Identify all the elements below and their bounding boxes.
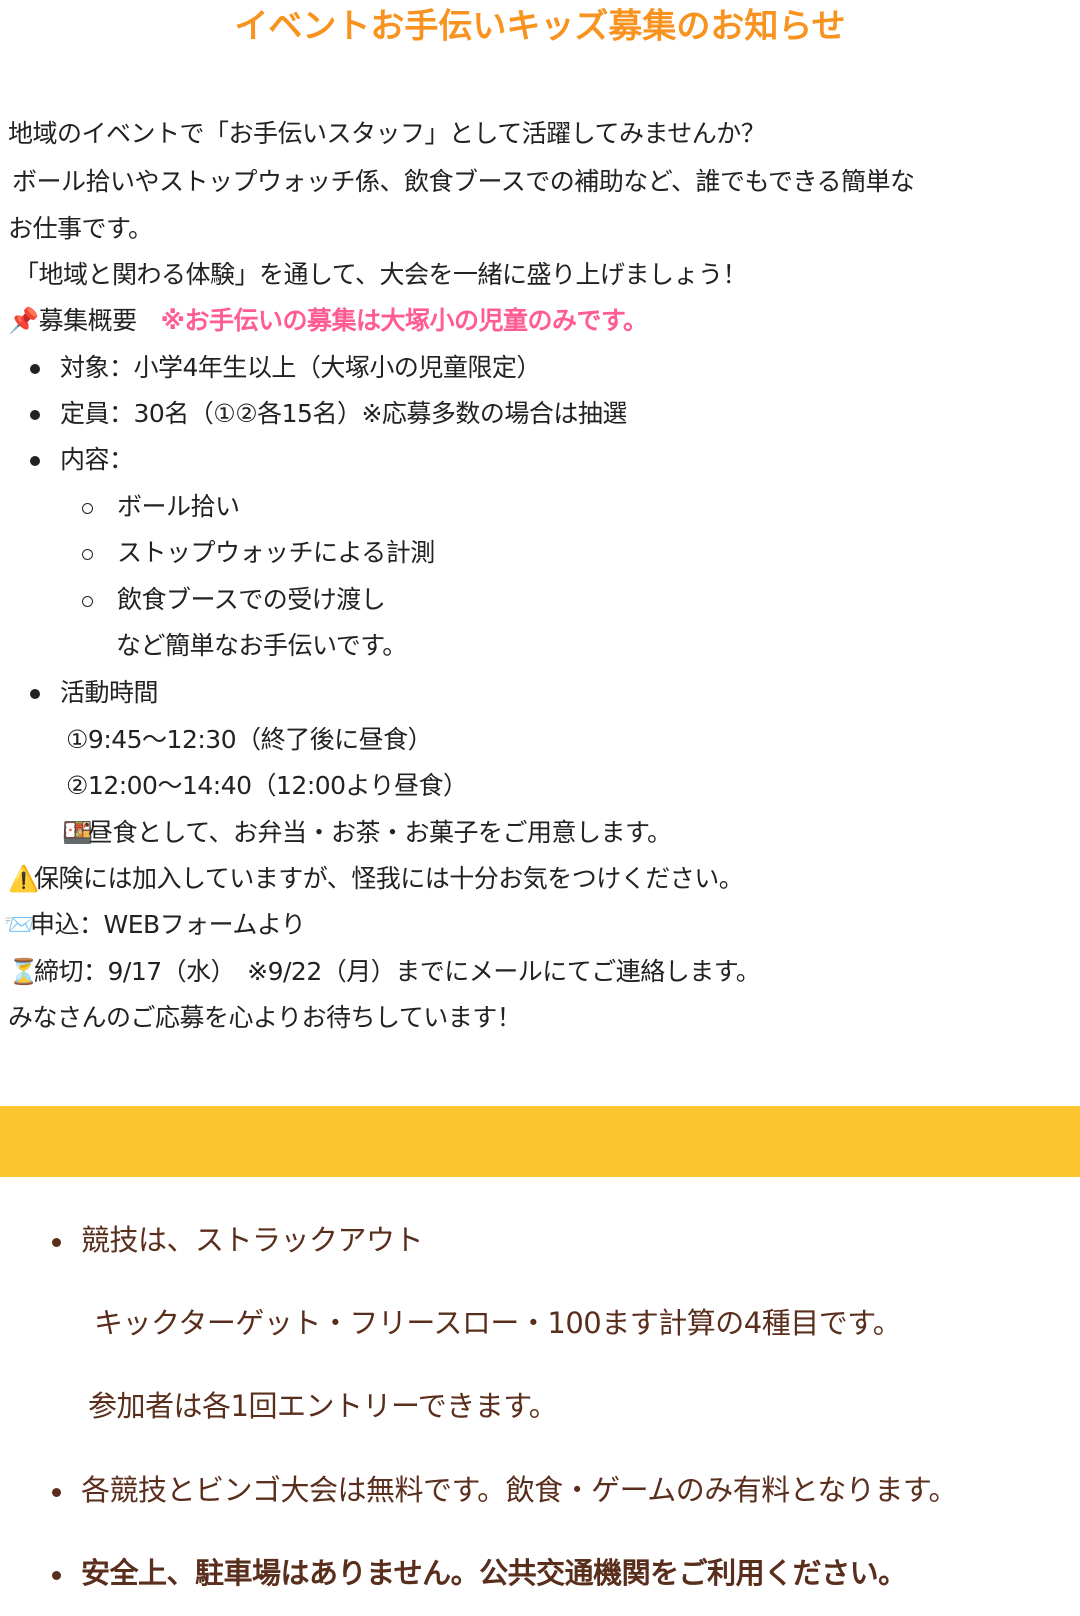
task-item: 飲食ブースでの受け渡し <box>82 583 386 617</box>
intro-line: お仕事です。 <box>8 214 153 243</box>
overview-label: 募集概要 <box>38 306 138 335</box>
bullet-icon <box>30 364 40 374</box>
time-slot: ②12:00〜14:40（12:00より昼食） <box>66 771 468 800</box>
info-text: 安全上、駐車場はありません。公共交通機関をご利用ください。 <box>81 1556 907 1590</box>
list-item-target: 対象：小学4年生以上（大塚小の児童限定） <box>30 351 541 385</box>
time-text: 活動時間 <box>60 678 159 707</box>
apply-line: 📨申込：WEBフォームより <box>4 908 306 942</box>
task-text: 飲食ブースでの受け渡し <box>117 585 386 614</box>
time-slot: ①9:45〜12:30（終了後に昼食） <box>66 725 433 754</box>
capacity-text: 定員：30名（①②各15名）※応募多数の場合は抽選 <box>60 399 627 428</box>
bullet-icon <box>52 1570 61 1580</box>
warning-icon: ⚠️ <box>8 864 39 893</box>
page-title: イベントお手伝いキッズ募集のお知らせ <box>234 6 846 47</box>
circle-bullet-icon <box>82 548 93 560</box>
info-continuation: 参加者は各1回エントリーできます。 <box>88 1389 558 1423</box>
info-continuation: キックターゲット・フリースロー・100ます計算の4種目です。 <box>94 1306 902 1340</box>
bullet-icon <box>30 410 40 420</box>
intro-line: ボール拾いやストップウォッチ係、飲食ブースでの補助など、誰でもできる簡単な <box>12 167 915 196</box>
tasks-after: など簡単なお手伝いです。 <box>116 631 407 660</box>
list-item-time: 活動時間 <box>30 676 159 710</box>
overview-heading: 📌募集概要 ※お手伝いの募集は大塚小の児童のみです。 <box>8 304 648 338</box>
eligibility-note: ※お手伝いの募集は大塚小の児童のみです。 <box>160 306 648 335</box>
circle-bullet-icon <box>82 502 93 514</box>
task-item: ストップウォッチによる計測 <box>82 536 435 570</box>
info-item: 各競技とビンゴ大会は無料です。飲食・ゲームのみ有料となります。 <box>52 1470 957 1510</box>
intro-line: 「地域と関わる体験」を通して、大会を一緒に盛り上げましょう！ <box>14 260 748 289</box>
bullet-icon <box>52 1487 61 1497</box>
bento-icon: 🍱 <box>62 818 93 847</box>
hourglass-icon: ⏳ <box>8 957 39 986</box>
deadline-text: 締切：9/17（水） ※9/22（月）までにメールにてご連絡します。 <box>34 957 761 986</box>
task-text: ボール拾い <box>117 492 240 521</box>
insurance-text: 保険には加入していますが、怪我には十分お気をつけください。 <box>34 864 744 893</box>
info-text: 各競技とビンゴ大会は無料です。飲食・ゲームのみ有料となります。 <box>81 1473 957 1507</box>
deadline-line: ⏳締切：9/17（水） ※9/22（月）までにメールにてご連絡します。 <box>8 955 761 989</box>
info-text: 競技は、ストラックアウト <box>81 1223 424 1257</box>
lunch-text: 昼食として、お弁当・お茶・お菓子をご用意します。 <box>88 818 672 847</box>
info-item: 競技は、ストラックアウト <box>52 1220 424 1260</box>
section-divider-band <box>0 1106 1080 1177</box>
bullet-icon <box>52 1237 61 1247</box>
envelope-icon: 📨 <box>4 910 35 939</box>
apply-text: 申込：WEBフォームより <box>30 910 306 939</box>
circle-bullet-icon <box>82 595 93 607</box>
content-text: 内容： <box>60 445 134 474</box>
bullet-icon <box>30 689 40 699</box>
list-item-content: 内容： <box>30 443 134 477</box>
intro-line: 地域のイベントで「お手伝いスタッフ」として活躍してみませんか？ <box>8 119 766 148</box>
bullet-icon <box>30 456 40 466</box>
task-text: ストップウォッチによる計測 <box>117 538 435 567</box>
insurance-line: ⚠️保険には加入していますが、怪我には十分お気をつけください。 <box>8 862 744 896</box>
list-item-capacity: 定員：30名（①②各15名）※応募多数の場合は抽選 <box>30 397 627 431</box>
lunch-line: 🍱昼食として、お弁当・お茶・お菓子をご用意します。 <box>62 816 672 850</box>
target-text: 対象：小学4年生以上（大塚小の児童限定） <box>60 353 541 382</box>
closing-line: みなさんのご応募を心よりお待ちしています！ <box>8 1003 522 1032</box>
pushpin-icon: 📌 <box>8 306 39 335</box>
info-item-parking: 安全上、駐車場はありません。公共交通機関をご利用ください。 <box>52 1553 907 1593</box>
task-item: ボール拾い <box>82 490 240 524</box>
